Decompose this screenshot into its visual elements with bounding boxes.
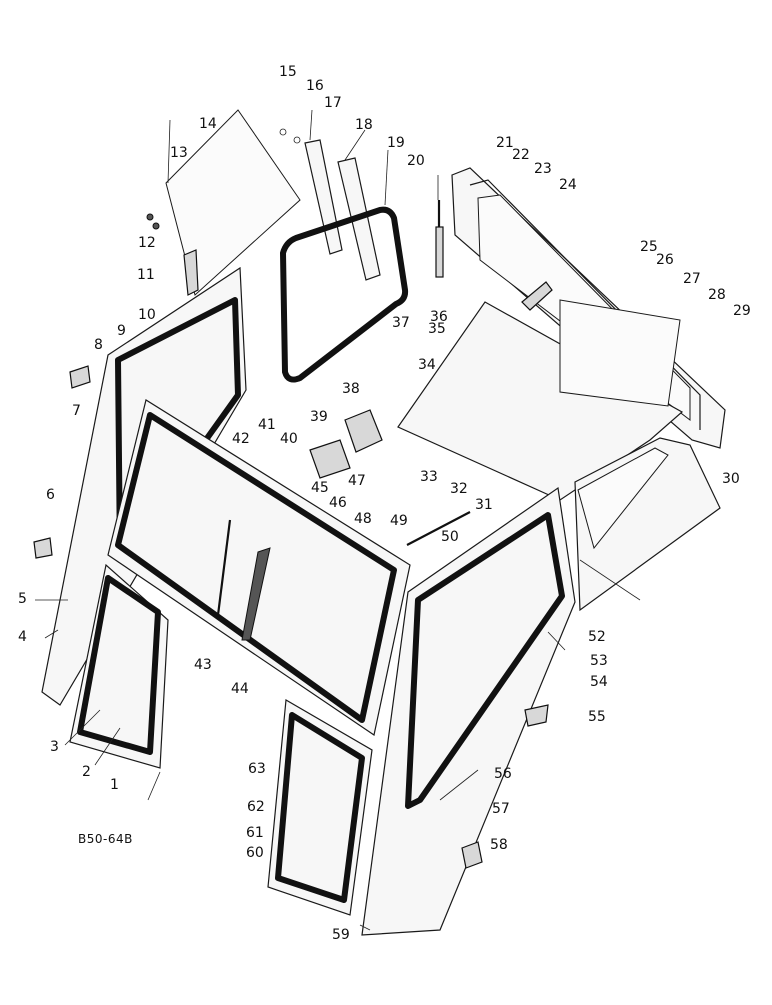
- callout-5: 5: [18, 591, 27, 607]
- callout-15: 15: [279, 64, 297, 80]
- nut-12: [152, 222, 160, 230]
- bracket-7: [69, 365, 91, 389]
- callout-36: 36: [430, 309, 448, 325]
- callout-32: 32: [450, 481, 468, 497]
- door-handle: [524, 704, 549, 727]
- callout-45: 45: [311, 480, 329, 496]
- callout-25: 25: [640, 239, 658, 255]
- callout-9: 9: [117, 323, 126, 339]
- callout-17: 17: [324, 95, 342, 111]
- bracket-6: [33, 537, 53, 559]
- callout-56: 56: [494, 766, 512, 782]
- callout-39: 39: [310, 409, 328, 425]
- callout-26: 26: [656, 252, 674, 268]
- callout-38: 38: [342, 381, 360, 397]
- callout-49: 49: [390, 513, 408, 529]
- callout-8: 8: [94, 337, 103, 353]
- callout-44: 44: [231, 681, 249, 697]
- callout-31: 31: [475, 497, 493, 513]
- callout-48: 48: [354, 511, 372, 527]
- callout-62: 62: [247, 799, 265, 815]
- right-door-seal: [405, 512, 565, 809]
- callout-46: 46: [329, 495, 347, 511]
- callout-61: 61: [246, 825, 264, 841]
- callout-6: 6: [46, 487, 55, 503]
- nut-13: [146, 213, 154, 221]
- callout-11: 11: [137, 267, 155, 283]
- washer-16: [293, 136, 301, 144]
- work-lamp-39: [344, 409, 383, 453]
- callout-1: 1: [110, 777, 119, 793]
- callout-30: 30: [722, 471, 740, 487]
- callout-10: 10: [138, 307, 156, 323]
- left-door-seal: [115, 297, 241, 563]
- callout-24: 24: [559, 177, 577, 193]
- callout-53: 53: [590, 653, 608, 669]
- callout-34: 34: [418, 357, 436, 373]
- rear-panel-glass: [577, 447, 669, 550]
- callout-37: 37: [392, 315, 410, 331]
- callout-54: 54: [590, 674, 608, 690]
- callout-20: 20: [407, 153, 425, 169]
- lower-left-seal: [77, 575, 161, 755]
- leader-lines: [35, 109, 641, 931]
- callout-41: 41: [258, 417, 276, 433]
- callout-63: 63: [248, 761, 266, 777]
- callout-52: 52: [588, 629, 606, 645]
- callout-29: 29: [733, 303, 751, 319]
- callout-55: 55: [588, 709, 606, 725]
- callout-58: 58: [490, 837, 508, 853]
- gas-strut-50: [406, 511, 471, 546]
- callout-28: 28: [708, 287, 726, 303]
- callout-43: 43: [194, 657, 212, 673]
- wiper-blade: [241, 547, 271, 641]
- wiper-arm: [216, 519, 232, 616]
- callout-21: 21: [496, 135, 514, 151]
- callout-35: 35: [428, 321, 446, 337]
- callout-4: 4: [18, 629, 27, 645]
- door-catch: [461, 841, 483, 869]
- roof-liner: [559, 299, 681, 407]
- callout-40: 40: [280, 431, 298, 447]
- callout-47: 47: [348, 473, 366, 489]
- callout-2: 2: [82, 764, 91, 780]
- washer-15: [279, 128, 287, 136]
- drawing-code: B50-64B: [78, 832, 133, 846]
- callout-23: 23: [534, 161, 552, 177]
- callout-22: 22: [512, 147, 530, 163]
- window-seal-ring: [280, 206, 409, 383]
- callout-27: 27: [683, 271, 701, 287]
- lower-left-frame: [69, 563, 169, 769]
- callout-16: 16: [306, 78, 324, 94]
- work-lamp-40: [309, 439, 351, 479]
- windscreen-seal: [115, 412, 397, 723]
- callout-18: 18: [355, 117, 373, 133]
- lower-right-seal: [275, 712, 365, 903]
- gas-strut-20: [435, 226, 444, 278]
- channel-bar: [304, 139, 343, 255]
- hatch-stay: [521, 281, 553, 311]
- callout-33: 33: [420, 469, 438, 485]
- callout-12: 12: [138, 235, 156, 251]
- callout-42: 42: [232, 431, 250, 447]
- callout-14: 14: [199, 116, 217, 132]
- callout-50: 50: [441, 529, 459, 545]
- hinge-bracket: [183, 249, 199, 296]
- callout-59: 59: [332, 927, 350, 943]
- callout-57: 57: [492, 801, 510, 817]
- callout-19: 19: [387, 135, 405, 151]
- roof-panel: [397, 301, 684, 501]
- callout-60: 60: [246, 845, 264, 861]
- callout-3: 3: [50, 739, 59, 755]
- roof-hatch-inner: [469, 179, 701, 430]
- callout-13: 13: [170, 145, 188, 161]
- callout-7: 7: [72, 403, 81, 419]
